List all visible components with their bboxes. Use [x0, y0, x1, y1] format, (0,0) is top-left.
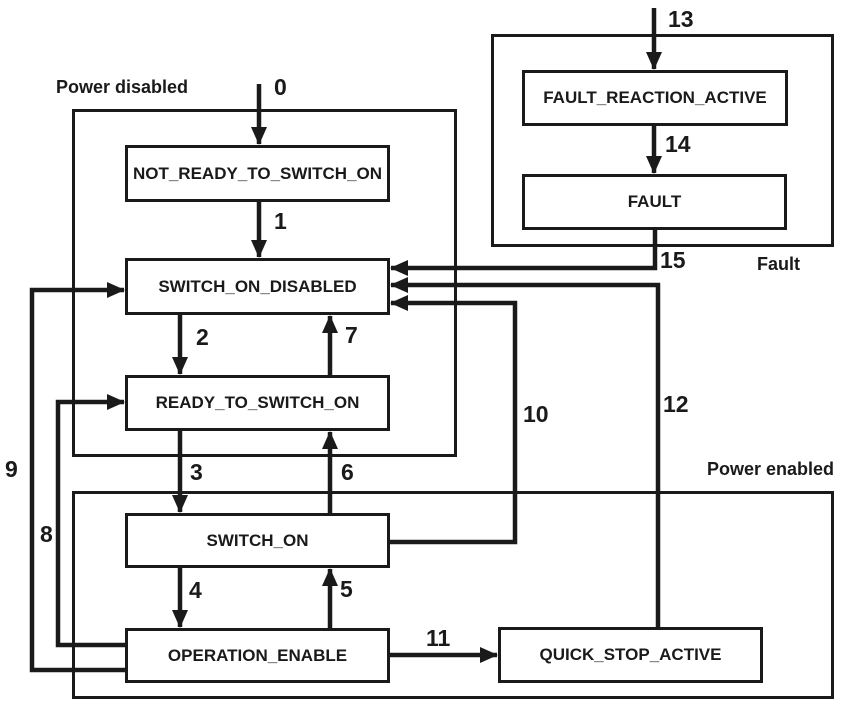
state-label: FAULT_REACTION_ACTIVE — [543, 88, 767, 107]
region-label-fault: Fault — [757, 254, 800, 274]
state-label: OPERATION_ENABLE — [167, 645, 348, 665]
state-label: SWITCH_ON_DISABLED — [158, 276, 357, 296]
transition-label-0: 0 — [274, 74, 287, 100]
transition-label-15: 15 — [660, 247, 686, 273]
transition-label-12: 12 — [663, 391, 689, 417]
transition-label-13: 13 — [668, 6, 694, 32]
state-label: READY_TO_SWITCH_ON — [155, 393, 360, 412]
state-label: FAULT — [627, 192, 682, 211]
transition-label-10: 10 — [523, 401, 549, 427]
transition-label-6: 6 — [341, 459, 354, 485]
state-quick-stop-active: QUICK_STOP_ACTIVE — [498, 627, 763, 683]
state-fault: FAULT — [522, 174, 787, 230]
region-label-power-enabled: Power enabled — [706, 459, 834, 479]
transition-label-1: 1 — [274, 208, 287, 234]
transition-label-2: 2 — [196, 324, 209, 350]
transition-label-4: 4 — [189, 577, 202, 603]
state-label: NOT_READY_TO_SWITCH_ON — [132, 163, 383, 183]
transition-label-9: 9 — [5, 456, 18, 482]
state-ready-to-switch-on: READY_TO_SWITCH_ON — [125, 375, 390, 431]
transition-label-14: 14 — [665, 131, 691, 157]
transition-label-7: 7 — [345, 322, 358, 348]
state-switch-on: SWITCH_ON — [125, 513, 390, 568]
transition-label-3: 3 — [190, 459, 203, 485]
state-label: SWITCH_ON — [206, 530, 309, 550]
state-switch-on-disabled: SWITCH_ON_DISABLED — [125, 258, 390, 315]
state-fault-reaction-active: FAULT_REACTION_ACTIVE — [522, 70, 788, 126]
state-not-ready-to-switch-on: NOT_READY_TO_SWITCH_ON — [125, 145, 390, 202]
region-fault — [491, 34, 834, 247]
region-label-power-disabled: Power disabled — [56, 77, 189, 97]
transition-label-5: 5 — [340, 576, 353, 602]
transition-label-11: 11 — [426, 625, 451, 651]
transition-label-8: 8 — [40, 521, 53, 547]
state-label: QUICK_STOP_ACTIVE — [539, 645, 722, 664]
state-operation-enable: OPERATION_ENABLE — [125, 628, 390, 683]
